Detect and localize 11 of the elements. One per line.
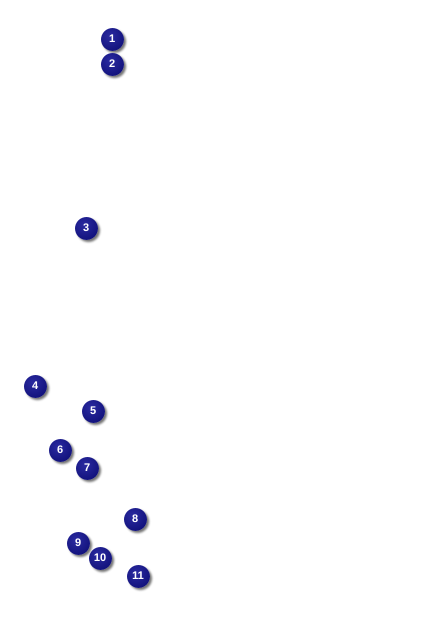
- callout-number: 8: [124, 508, 146, 530]
- callout-number: 2: [100, 52, 124, 76]
- callout-number: 1: [100, 28, 124, 50]
- callout-number: 7: [76, 456, 98, 480]
- callout-number: 9: [66, 532, 90, 554]
- callout-number: 5: [82, 400, 104, 422]
- callout-number: 3: [74, 216, 98, 240]
- callout-number: 10: [88, 546, 112, 570]
- callout-number: 11: [126, 564, 150, 588]
- callout-number: 4: [24, 374, 46, 398]
- callout-number: 6: [48, 438, 72, 462]
